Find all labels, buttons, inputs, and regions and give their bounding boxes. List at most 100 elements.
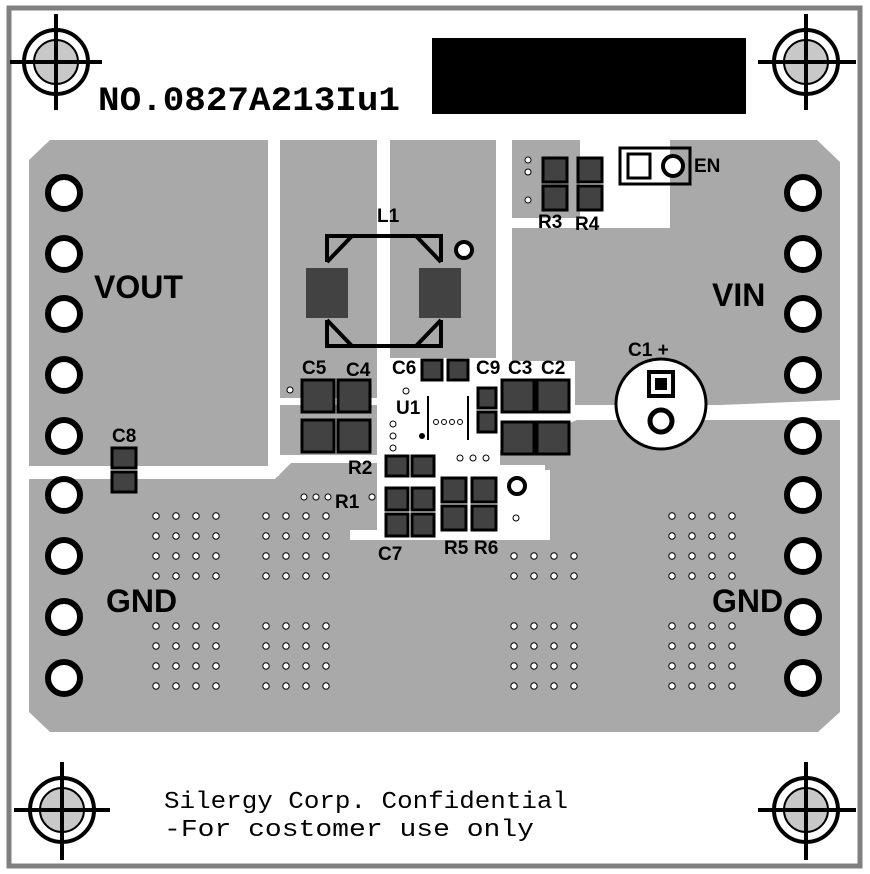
capacitor-c9 [476, 386, 498, 434]
via [192, 622, 200, 630]
via [212, 642, 220, 650]
via [322, 622, 330, 630]
net-label-vin: VIN [712, 277, 765, 313]
via [668, 662, 676, 670]
via [212, 622, 220, 630]
capacitor-c6 [420, 358, 470, 382]
via [262, 622, 270, 630]
via [550, 572, 558, 580]
net-label-gnd-right: GND [712, 583, 783, 619]
via [282, 662, 290, 670]
confidential-line2: -For costomer use only [164, 817, 534, 844]
net-label-en: EN [694, 156, 720, 177]
label-r4: R4 [575, 214, 600, 235]
via [728, 662, 736, 670]
via [668, 642, 676, 650]
via [152, 682, 160, 690]
via [688, 682, 696, 690]
capacitor-c2 [535, 378, 571, 456]
via [152, 572, 160, 580]
via [212, 572, 220, 580]
part-number: NO.0827A213Iu1 [98, 83, 400, 121]
via [688, 622, 696, 630]
via [688, 532, 696, 540]
label-c6: C6 [392, 358, 416, 379]
via [510, 572, 518, 580]
via [510, 642, 518, 650]
via [688, 512, 696, 520]
via [322, 642, 330, 650]
via [570, 622, 578, 630]
label-c8: C8 [112, 426, 136, 447]
capacitor-c3 [500, 378, 536, 456]
label-c1: C1 + [628, 340, 669, 361]
via [688, 572, 696, 580]
via [708, 572, 716, 580]
capacitor-c8 [110, 446, 138, 494]
label-c9: C9 [476, 358, 500, 379]
via [172, 682, 180, 690]
via [550, 642, 558, 650]
via [212, 682, 220, 690]
via [708, 662, 716, 670]
net-label-vout: VOUT [94, 269, 183, 305]
via [728, 552, 736, 560]
gnd-copper [29, 420, 840, 732]
via [282, 552, 290, 560]
capacitor-c4 [336, 378, 372, 454]
via [262, 682, 270, 690]
via [550, 622, 558, 630]
via [152, 552, 160, 560]
vias-r1 [300, 493, 332, 501]
label-r5: R5 [444, 538, 469, 559]
via [192, 662, 200, 670]
via [302, 512, 310, 520]
via [570, 662, 578, 670]
via [570, 682, 578, 690]
inductor-l1 [306, 234, 474, 348]
via [530, 682, 538, 690]
label-c3: C3 [508, 358, 532, 379]
via [708, 552, 716, 560]
vout-copper-left [29, 140, 268, 466]
via [708, 682, 716, 690]
via [302, 682, 310, 690]
via [262, 662, 270, 670]
mounting-hole-tr [758, 14, 856, 110]
via [282, 512, 290, 520]
via [322, 662, 330, 670]
via [688, 662, 696, 670]
via [152, 642, 160, 650]
via [510, 662, 518, 670]
via [172, 572, 180, 580]
capacitor-c5 [300, 378, 336, 454]
label-r2: R2 [348, 458, 372, 479]
via [708, 512, 716, 520]
via [282, 572, 290, 580]
via [510, 622, 518, 630]
via [550, 662, 558, 670]
label-u1: U1 [396, 398, 421, 419]
via [172, 512, 180, 520]
via [192, 572, 200, 580]
label-r6: R6 [474, 538, 498, 559]
via [708, 642, 716, 650]
via [172, 642, 180, 650]
via [262, 512, 270, 520]
via [302, 662, 310, 670]
label-r3: R3 [538, 212, 562, 233]
label-block [432, 38, 746, 114]
via [172, 622, 180, 630]
via [550, 552, 558, 560]
via [302, 572, 310, 580]
via [322, 682, 330, 690]
via [262, 532, 270, 540]
via [688, 552, 696, 560]
via [708, 532, 716, 540]
via [322, 532, 330, 540]
via [262, 642, 270, 650]
via [510, 552, 518, 560]
via [212, 532, 220, 540]
via [728, 572, 736, 580]
via [668, 512, 676, 520]
